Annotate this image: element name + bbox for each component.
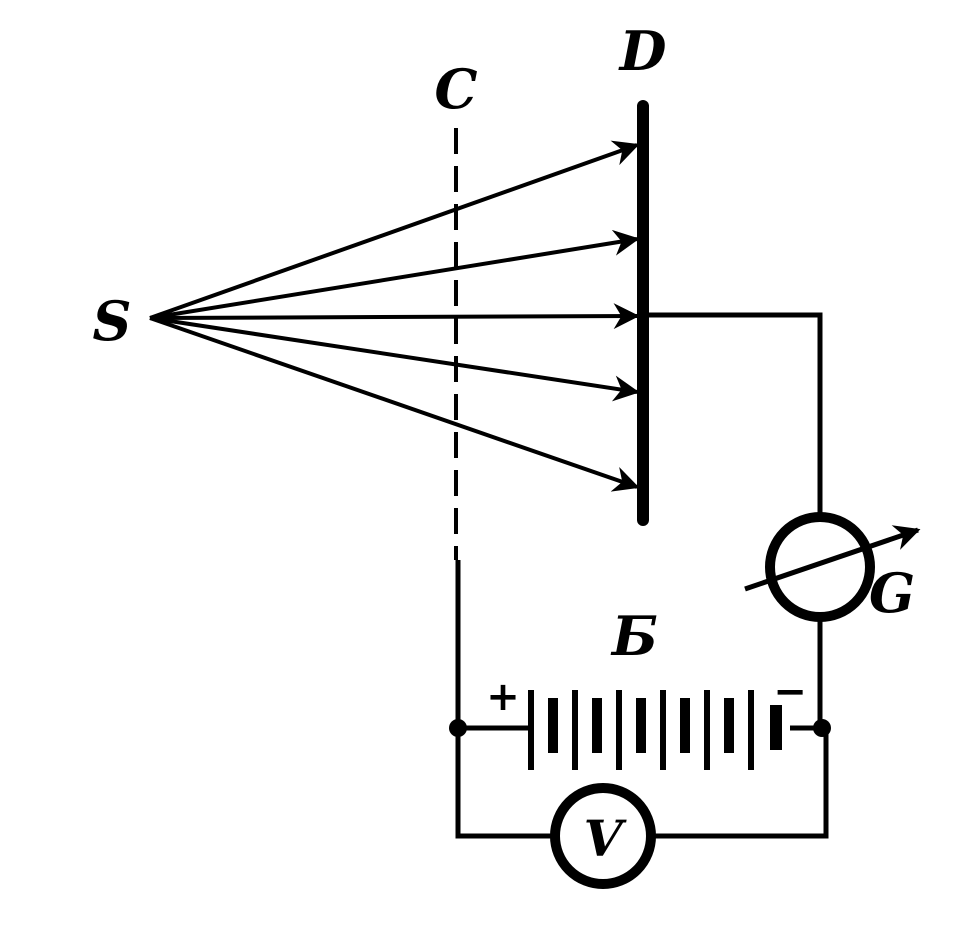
galvanometer-label: G <box>869 561 915 625</box>
ray-2 <box>149 229 640 320</box>
junction-right <box>813 719 831 737</box>
battery-label: Б <box>610 604 658 668</box>
ray-4 <box>149 316 640 402</box>
junction-left <box>449 719 467 737</box>
ray-5 <box>149 316 640 492</box>
circuit-wires <box>455 312 829 839</box>
source-label: S <box>93 289 132 353</box>
galvanometer <box>744 512 921 622</box>
voltmeter: V <box>550 783 656 889</box>
battery <box>528 690 782 770</box>
light-rays <box>149 140 640 492</box>
grid-label: C <box>435 57 478 121</box>
plate-label: D <box>618 19 667 83</box>
voltmeter-label: V <box>584 809 628 868</box>
ray-1 <box>149 140 640 320</box>
battery-minus-label: − <box>773 669 807 715</box>
ray-3 <box>149 303 640 330</box>
battery-plus-label: + <box>486 674 520 720</box>
